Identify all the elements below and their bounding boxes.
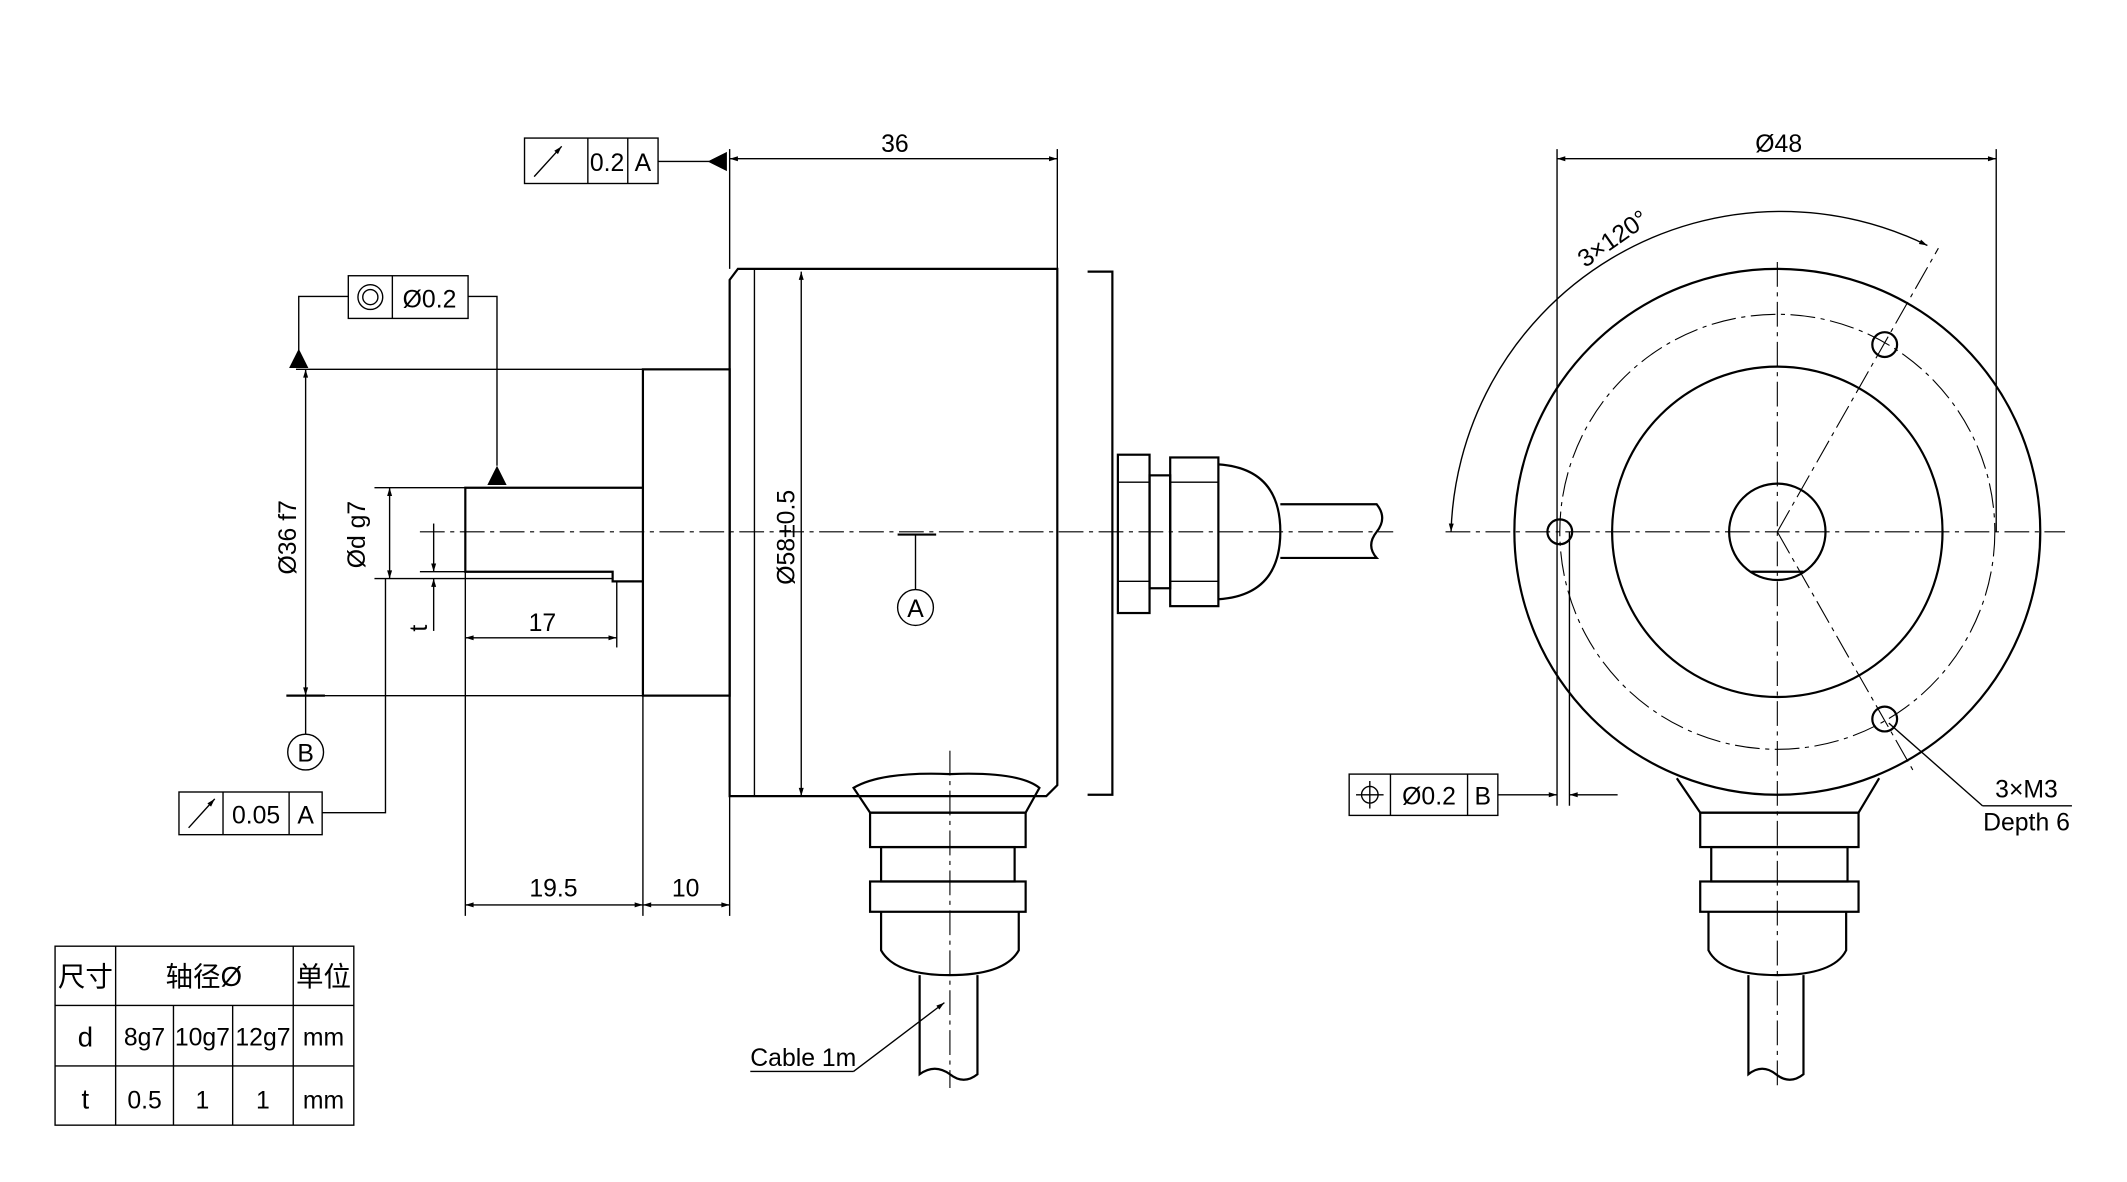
label: mm: [303, 1088, 344, 1115]
label: 0.5: [127, 1088, 161, 1115]
depth-label: Depth 6: [1983, 810, 2070, 837]
label: 8g7: [124, 1024, 165, 1051]
label: Ø0.2: [1402, 783, 1456, 810]
label: t: [82, 1084, 90, 1115]
runout-icon: [188, 798, 216, 829]
dim-10: 10: [672, 876, 700, 903]
dim-dia-36: Ø36 f7: [275, 500, 302, 574]
cable-label: Cable 1m: [750, 1045, 856, 1072]
label: d: [78, 1022, 93, 1053]
cable-gland-bottom: [851, 750, 1041, 1088]
rear-cap: [1087, 270, 1114, 796]
thread-label: 3×M3: [1995, 777, 2058, 804]
label: mm: [303, 1024, 344, 1051]
label: A: [297, 803, 314, 830]
dim-19-5: 19.5: [529, 876, 577, 903]
datum-a-label: A: [907, 596, 924, 623]
mounting-hole: [1871, 331, 1899, 359]
dim-angle: 3×120°: [1573, 205, 1654, 273]
tolerance-frame-concentricity: Ø0.2: [289, 275, 507, 485]
label: 10g7: [175, 1024, 230, 1051]
label: A: [635, 150, 652, 177]
concentricity-icon: [357, 283, 384, 311]
label: Ø0.2: [403, 286, 457, 313]
tolerance-frame-runout-0-2: 0.2 A: [523, 137, 727, 185]
label: 0.2: [590, 150, 624, 177]
label: 1: [256, 1088, 270, 1115]
mounting-hole: [1871, 705, 1899, 733]
front-view: 3×120° Ø48 Ø0.2 B 3×M3 Depth 6: [1348, 131, 2072, 1088]
shaft-size-table: 尺寸 轴径Ø 单位 d 8g7 10g7 12g7 mm t 0.5 1 1 m…: [54, 945, 355, 1126]
cable-gland-front: [1675, 777, 1881, 1081]
bolt-circle: [1559, 313, 1996, 750]
runout-icon: [533, 145, 563, 178]
dim-t: t: [406, 625, 433, 632]
dim-dia-d: Ød g7: [344, 501, 371, 568]
cable-gland-right: [1116, 453, 1384, 615]
datum-b-label: B: [297, 741, 314, 768]
dim-17: 17: [529, 610, 557, 637]
tolerance-frame-runout-0-05: 0.05 A: [178, 578, 387, 836]
label: B: [1474, 783, 1491, 810]
label: 轴径Ø: [166, 961, 242, 992]
dim-dia-58: Ø58±0.5: [773, 490, 800, 585]
tolerance-frame-position: Ø0.2 B: [1348, 773, 1618, 817]
label: 0.05: [232, 803, 280, 830]
label: 尺寸: [58, 961, 113, 992]
label: 单位: [296, 961, 351, 992]
flange: [641, 368, 731, 697]
label: 1: [195, 1088, 209, 1115]
shaft: [464, 486, 643, 583]
dim-dia-48: Ø48: [1755, 131, 1802, 158]
side-view: 36 19.5 10 17 Ø36 f7 Ød g7 t Ø58±0.5 A B…: [178, 131, 1394, 1088]
dim-length-36: 36: [881, 131, 909, 158]
label: 12g7: [235, 1024, 290, 1051]
